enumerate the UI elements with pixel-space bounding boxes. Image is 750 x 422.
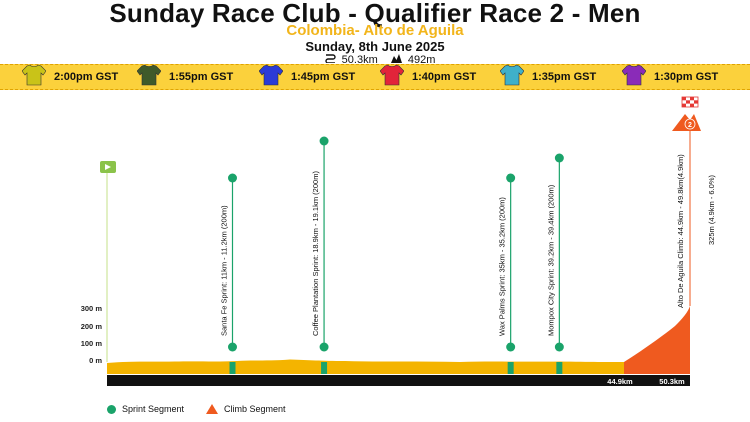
checkered-flag-icon [681, 96, 699, 108]
elevation-value: 492m [407, 53, 436, 66]
sprint-dot-icon [506, 173, 516, 183]
jersey-icon [379, 64, 405, 91]
jersey-icon [21, 64, 47, 91]
sprint-marker: Coffee Plantation Sprint: 18.9km - 19.1k… [311, 136, 329, 374]
sprint-segment-bar [507, 362, 514, 374]
sprint-marker: Mompox City Sprint: 39.2km - 39.4km (200… [546, 153, 564, 374]
jersey-icon [621, 64, 647, 91]
climb-category-badge: 2 [672, 114, 701, 131]
sprint-label: Mompox City Sprint: 39.2km - 39.4km (200… [546, 184, 555, 336]
start-wave-4: 1:40pm GST [379, 64, 477, 91]
sprint-dot-icon [107, 404, 116, 414]
legend-climb-label: Climb Segment [224, 404, 286, 414]
y-tick-200: 200 m [81, 322, 103, 331]
route-subtitle: Colombia- Alto de Aguila [286, 22, 464, 39]
climb-detail: 325m (4.9km - 6.0%) [707, 174, 716, 245]
wave-start-time: 1:30pm GST [654, 71, 719, 83]
mountain-icon [390, 53, 402, 66]
sprint-segment-bar [229, 362, 236, 374]
sprint-label: Wax Palms Sprint: 35km - 35.2km (200m) [498, 197, 507, 336]
km-mark-50-3: 50.3km [659, 377, 685, 386]
elevation-profile-chart: 300 m 200 m 100 m 0 m 44.9km 50.3km Sant… [81, 96, 716, 386]
legend-climb: Climb Segment [206, 404, 286, 414]
climb-badge-number: 2 [688, 122, 692, 129]
distance-bar [107, 375, 690, 386]
wave-start-time: 1:35pm GST [532, 71, 597, 83]
start-wave-2: 1:55pm GST [136, 64, 234, 91]
sprint-dot-icon [554, 342, 564, 352]
start-wave-6: 1:30pm GST [621, 64, 719, 91]
start-wave-5: 1:35pm GST [499, 64, 597, 91]
sprint-dot-icon [506, 342, 516, 352]
km-mark-44-9: 44.9km [607, 377, 633, 386]
sprint-dot-icon [319, 136, 329, 146]
sprint-dot-icon [227, 173, 237, 183]
climb-label: Alto De Aguila Climb: 44.9km - 49.8km(4.… [676, 154, 685, 308]
terrain-profile [107, 359, 690, 374]
start-waves-band: 2:00pm GST 1:55pm GST 1:45pm GST 1:40pm GST… [0, 64, 750, 90]
sprint-segment-bar [321, 362, 328, 374]
legend-sprint: Sprint Segment [107, 404, 184, 414]
legend-sprint-label: Sprint Segment [122, 404, 185, 414]
race-date: Sunday, 8th June 2025 [305, 39, 445, 54]
sprint-dot-icon [319, 342, 329, 352]
wave-start-time: 2:00pm GST [54, 71, 119, 83]
wave-start-time: 1:40pm GST [412, 71, 477, 83]
sprint-dot-icon [554, 153, 564, 163]
climb-segment-fill [624, 306, 690, 374]
sprint-marker: Wax Palms Sprint: 35km - 35.2km (200m) [498, 173, 516, 374]
y-tick-0: 0 m [89, 356, 102, 365]
climb-triangle-icon [206, 404, 218, 414]
page-title: Sunday Race Club - Qualifier Race 2 - Me… [109, 0, 641, 28]
route-icon [324, 53, 336, 66]
distance-value: 50.3km [341, 53, 378, 66]
start-wave-3: 1:45pm GST [258, 64, 356, 91]
start-wave-1: 2:00pm GST [21, 64, 119, 91]
sprint-label: Coffee Plantation Sprint: 18.9km - 19.1k… [311, 171, 320, 336]
route-stats: 50.3km 492m [0, 53, 750, 66]
jersey-icon [258, 64, 284, 91]
wave-start-time: 1:45pm GST [291, 71, 356, 83]
jersey-icon [136, 64, 162, 91]
y-tick-100: 100 m [81, 339, 103, 348]
y-tick-300: 300 m [81, 304, 103, 313]
start-flag-icon [100, 161, 116, 173]
wave-start-time: 1:55pm GST [169, 71, 234, 83]
sprint-dot-icon [227, 342, 237, 352]
sprint-label: Santa Fe Sprint: 11km - 11.2km (200m) [219, 205, 228, 336]
jersey-icon [499, 64, 525, 91]
sprint-segment-bar [556, 362, 563, 374]
sprint-marker: Santa Fe Sprint: 11km - 11.2km (200m) [219, 173, 237, 374]
